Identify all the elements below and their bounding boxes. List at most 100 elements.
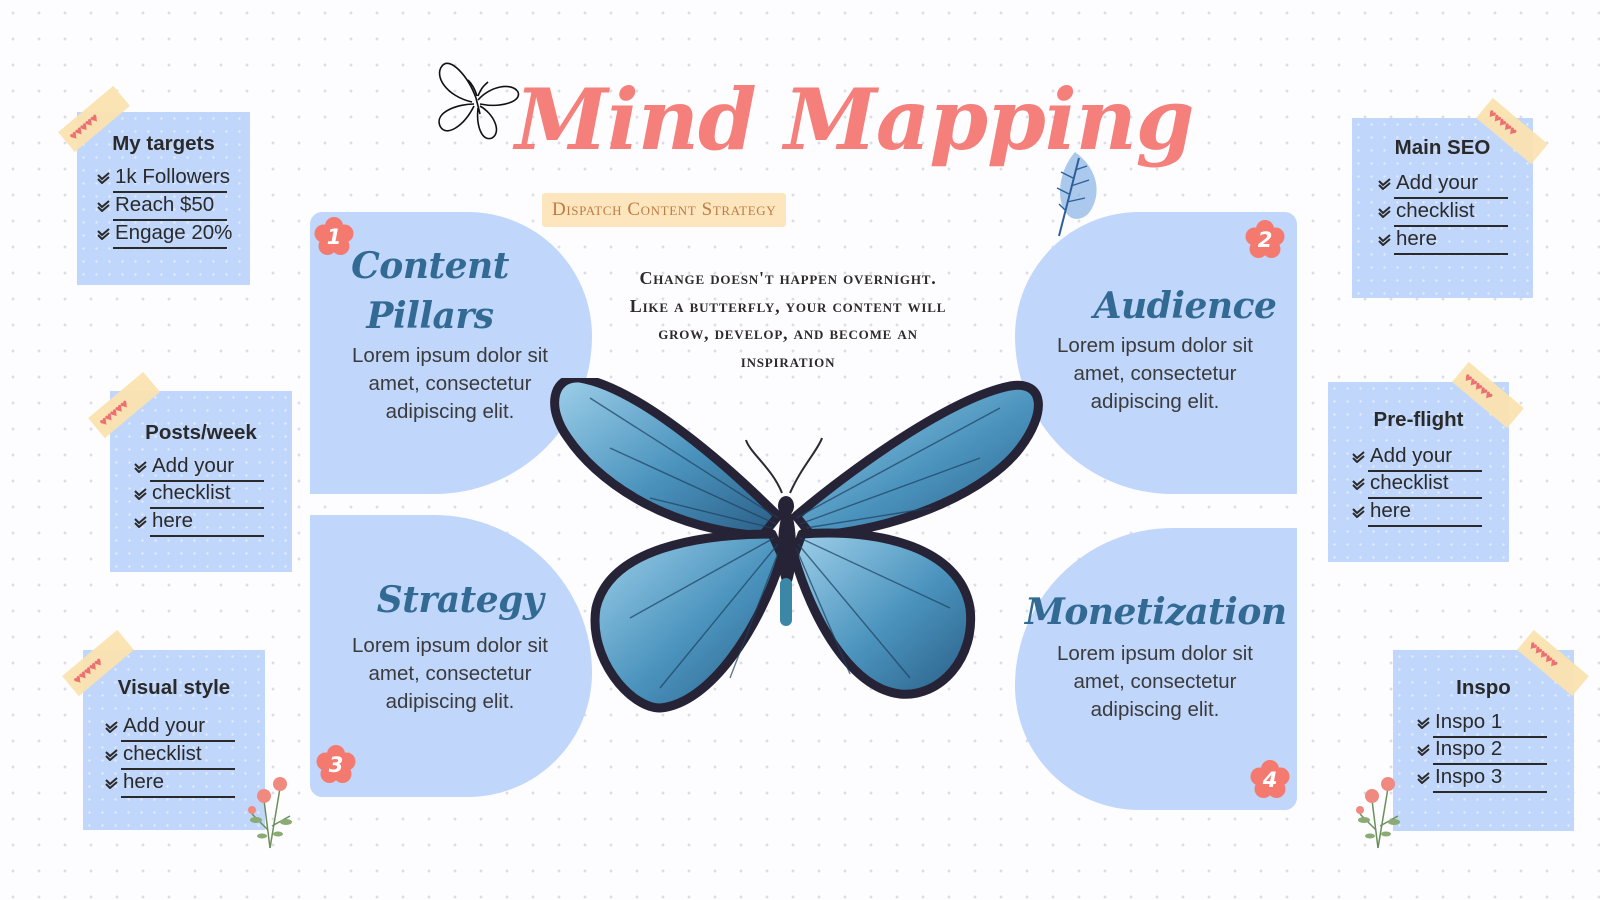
section-number: 4 — [1262, 768, 1278, 792]
checkmark-icon — [97, 172, 110, 184]
checklist-item: Add your — [1378, 171, 1508, 200]
section-title-line: Pillars — [366, 295, 494, 337]
note-pre-flight: Pre-flight Add your checklist here — [1328, 382, 1509, 562]
section-body-line: adipiscing elit. — [385, 690, 515, 713]
checklist-item-label: here — [1396, 227, 1438, 250]
checklist-item-label: Inspo 3 — [1435, 765, 1503, 788]
section-body-line: Lorem ipsum dolor sit — [1057, 334, 1253, 357]
checkmark-icon — [105, 777, 118, 789]
checklist-item: here — [134, 509, 264, 538]
checklist-item: Inspo 1 — [1417, 710, 1547, 739]
checklist-item-label: checklist — [123, 742, 202, 765]
checklist-item: checklist — [134, 481, 264, 510]
note-title: Inspo — [1456, 676, 1511, 699]
butterfly-outline-icon — [428, 56, 524, 146]
section-strategy — [310, 515, 592, 797]
section-number: 2 — [1257, 228, 1273, 252]
checklist-item: Engage 20% — [97, 221, 232, 250]
item-underline — [113, 191, 227, 194]
section-title-line: Content — [351, 245, 509, 287]
checklist-item-label: Add your — [123, 714, 206, 737]
section-number-badge: 3 — [316, 745, 356, 785]
section-body-line: Lorem ipsum dolor sit — [352, 344, 548, 367]
note-title: My targets — [112, 132, 215, 155]
checkmark-icon — [1378, 178, 1391, 190]
item-underline — [121, 768, 235, 771]
item-underline — [1433, 736, 1547, 739]
item-underline — [121, 740, 235, 743]
checklist-item: Add your — [105, 714, 235, 743]
checklist-item-label: Inspo 1 — [1435, 710, 1503, 733]
section-body-line: Lorem ipsum dolor sit — [352, 634, 548, 657]
item-underline — [1394, 225, 1508, 228]
checkmark-icon — [105, 721, 118, 733]
checkmark-icon — [134, 488, 147, 500]
quote-text: Change doesn't happen overnight. Like a … — [629, 268, 947, 371]
checkmark-icon — [105, 749, 118, 761]
checkmark-icon — [1352, 451, 1365, 463]
section-number-badge: 1 — [314, 217, 354, 257]
checklist-item-label: Engage 20% — [115, 221, 233, 244]
section-body-line: adipiscing elit. — [385, 400, 515, 423]
note-visual-style: Visual style Add your checklist here — [83, 650, 265, 830]
note-title: Pre-flight — [1373, 408, 1464, 431]
section-body-line: adipiscing elit. — [1090, 390, 1220, 413]
checkmark-icon — [1417, 772, 1430, 784]
section-body: Lorem ipsum dolor sit amet, consectetur … — [1035, 332, 1275, 416]
item-underline — [150, 507, 264, 510]
item-underline — [121, 796, 235, 799]
checklist-item: here — [1378, 227, 1508, 256]
checklist-item: here — [105, 770, 235, 799]
item-underline — [113, 247, 227, 250]
checklist-item-label: here — [1370, 499, 1412, 522]
checklist-item: 1k Followers — [97, 165, 230, 194]
checklist-item: checklist — [1378, 199, 1508, 228]
section-body-line: amet, consectetur — [1073, 362, 1237, 385]
item-underline — [1368, 470, 1482, 473]
note-title: Posts/week — [145, 421, 257, 444]
checklist-item-label: Add your — [152, 454, 235, 477]
checkmark-icon — [1417, 744, 1430, 756]
section-body-line: adipiscing elit. — [1090, 698, 1220, 721]
item-underline — [1394, 197, 1508, 200]
section-body-line: amet, consectetur — [368, 372, 532, 395]
checklist-item: Inspo 3 — [1417, 765, 1547, 794]
checklist-item: checklist — [105, 742, 235, 771]
section-content-pillars — [310, 212, 592, 494]
section-number: 3 — [328, 753, 344, 777]
checkmark-icon — [1378, 234, 1391, 246]
subtitle-badge: Dispatch Content Strategy — [542, 193, 787, 227]
checklist-item-label: Inspo 2 — [1435, 737, 1503, 760]
checklist-item-label: Add your — [1396, 171, 1479, 194]
section-title: Audience — [1093, 285, 1277, 327]
checkmark-icon — [1378, 206, 1391, 218]
note-inspo: Inspo Inspo 1 Inspo 2 Inspo 3 — [1393, 650, 1574, 831]
checklist-item-label: here — [123, 770, 165, 793]
section-title: Monetization — [1025, 591, 1287, 633]
item-underline — [113, 219, 227, 222]
checklist-item: Reach $50 — [97, 193, 227, 222]
checkmark-icon — [1417, 717, 1430, 729]
checkmark-icon — [134, 461, 147, 473]
flower-sprig-icon — [1348, 760, 1408, 850]
checklist-item-label: checklist — [152, 481, 231, 504]
section-body: Lorem ipsum dolor sit amet, consectetur … — [330, 342, 570, 426]
note-title: Main SEO — [1394, 136, 1491, 159]
checklist-item-label: checklist — [1370, 471, 1449, 494]
item-underline — [150, 535, 264, 538]
checklist-item-label: here — [152, 509, 194, 532]
item-underline — [1433, 791, 1547, 794]
checkmark-icon — [97, 200, 110, 212]
checklist-item: here — [1352, 499, 1482, 528]
item-underline — [150, 480, 264, 483]
item-underline — [1394, 253, 1508, 256]
checkmark-icon — [97, 228, 110, 240]
note-my-targets: My targets 1k Followers Reach $50 Engage… — [77, 112, 250, 285]
flower-sprig-icon — [240, 760, 300, 850]
section-number-badge: 2 — [1245, 220, 1285, 260]
note-title: Visual style — [117, 676, 231, 699]
note-posts-week: Posts/week Add your checklist here — [110, 391, 292, 572]
note-main-seo: Main SEO Add your checklist here — [1352, 118, 1533, 298]
checklist-item: Add your — [1352, 444, 1482, 473]
section-audience — [1015, 212, 1297, 494]
